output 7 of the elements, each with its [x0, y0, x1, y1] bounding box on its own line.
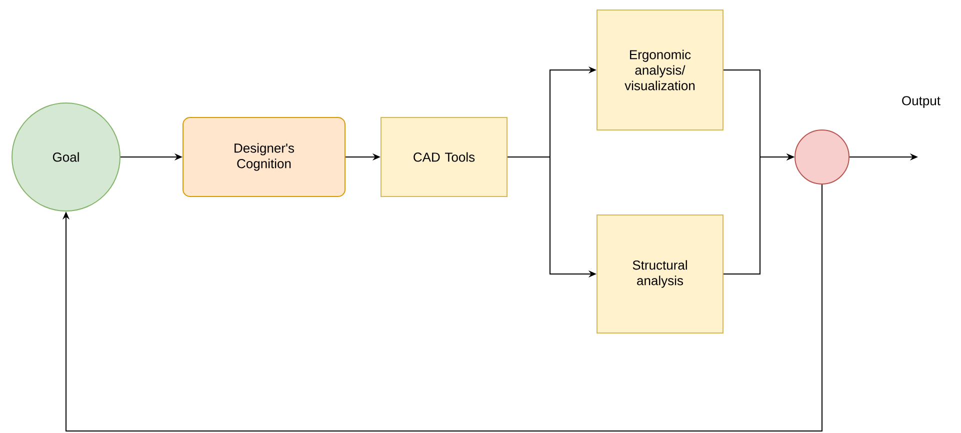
output-label: Output	[902, 96, 940, 108]
process-box: Ergonomic analysis/ visualization	[596, 10, 724, 130]
process-box: Structural analysis	[596, 214, 724, 334]
process-box: CAD Tools	[380, 117, 508, 197]
summing-circle	[794, 130, 850, 184]
arrow	[62, 184, 822, 432]
process-box: Designer's Cognition	[182, 117, 346, 197]
